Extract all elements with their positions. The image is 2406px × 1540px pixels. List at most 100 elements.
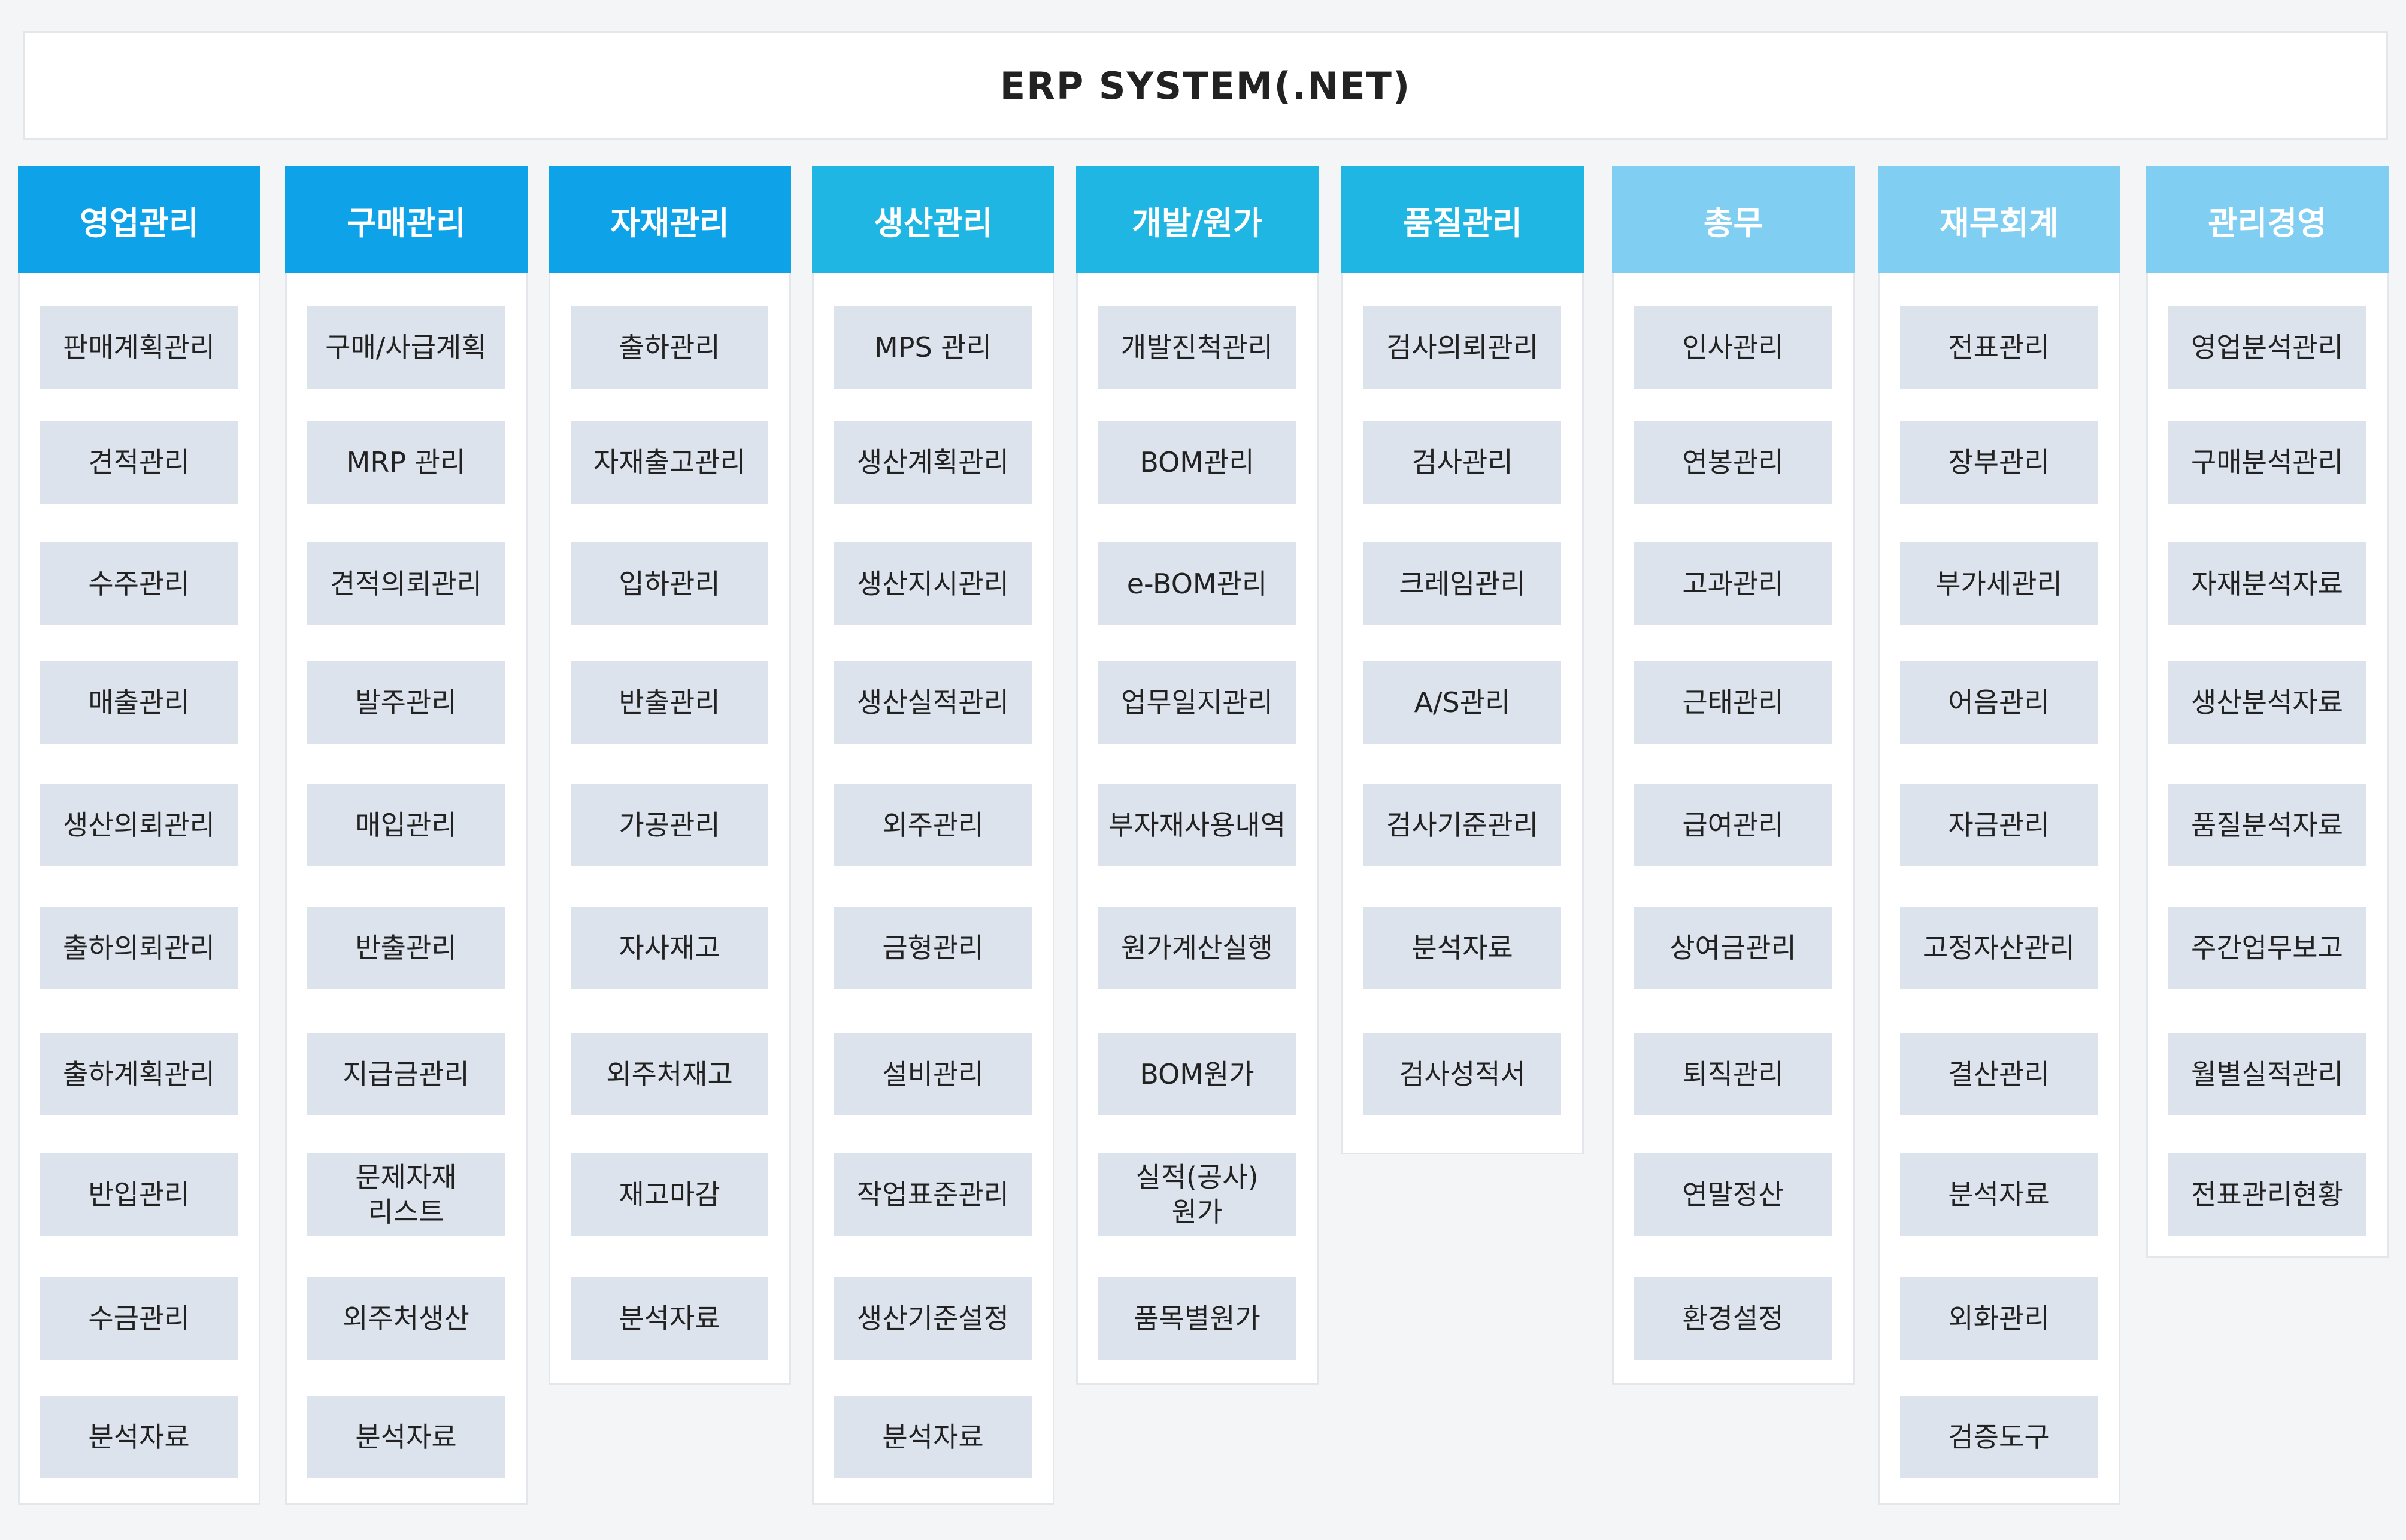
menu-item[interactable]: 재고마감 <box>571 1153 768 1236</box>
menu-item[interactable]: 수주관리 <box>40 542 238 625</box>
menu-item[interactable]: 분석자료 <box>1363 907 1561 989</box>
menu-item[interactable]: BOM관리 <box>1098 421 1296 504</box>
system-title: ERP SYSTEM(.NET) <box>999 63 1411 108</box>
menu-item[interactable]: A/S관리 <box>1363 661 1561 744</box>
menu-item[interactable]: 가공관리 <box>571 784 768 866</box>
menu-item[interactable]: 매입관리 <box>307 784 505 866</box>
menu-item[interactable]: 반출관리 <box>571 661 768 744</box>
menu-item[interactable]: 환경설정 <box>1634 1277 1832 1360</box>
menu-item[interactable]: 전표관리현황 <box>2168 1153 2366 1236</box>
module-header[interactable]: 품질관리 <box>1341 166 1584 273</box>
menu-item[interactable]: 상여금관리 <box>1634 907 1832 989</box>
menu-item[interactable]: 생산실적관리 <box>834 661 1032 744</box>
menu-item[interactable]: 고과관리 <box>1634 542 1832 625</box>
menu-item[interactable]: 검증도구 <box>1900 1396 2098 1478</box>
menu-item[interactable]: 생산의뢰관리 <box>40 784 238 866</box>
menu-item[interactable]: 구매/사급계획 <box>307 306 505 389</box>
menu-item[interactable]: 품질분석자료 <box>2168 784 2366 866</box>
module-header[interactable]: 생산관리 <box>812 166 1054 273</box>
menu-item[interactable]: MRP 관리 <box>307 421 505 504</box>
menu-item[interactable]: 연봉관리 <box>1634 421 1832 504</box>
menu-item[interactable]: 월별실적관리 <box>2168 1033 2366 1115</box>
menu-item[interactable]: 견적관리 <box>40 421 238 504</box>
menu-item[interactable]: 품목별원가 <box>1098 1277 1296 1360</box>
menu-item[interactable]: 검사의뢰관리 <box>1363 306 1561 389</box>
menu-item[interactable]: 영업분석관리 <box>2168 306 2366 389</box>
menu-item[interactable]: 출하의뢰관리 <box>40 907 238 989</box>
title-box: ERP SYSTEM(.NET) <box>23 31 2388 140</box>
module-header[interactable]: 개발/원가 <box>1076 166 1319 273</box>
menu-item[interactable]: 반출관리 <box>307 907 505 989</box>
menu-item[interactable]: 연말정산 <box>1634 1153 1832 1236</box>
menu-item[interactable]: 검사기준관리 <box>1363 784 1561 866</box>
menu-item[interactable]: 견적의뢰관리 <box>307 542 505 625</box>
menu-item[interactable]: 외주관리 <box>834 784 1032 866</box>
menu-item[interactable]: 반입관리 <box>40 1153 238 1236</box>
menu-item[interactable]: 생산계획관리 <box>834 421 1032 504</box>
module-header[interactable]: 재무회계 <box>1878 166 2120 273</box>
menu-item[interactable]: 생산기준설정 <box>834 1277 1032 1360</box>
menu-item[interactable]: 급여관리 <box>1634 784 1832 866</box>
menu-item[interactable]: 퇴직관리 <box>1634 1033 1832 1115</box>
menu-item[interactable]: 분석자료 <box>307 1396 505 1478</box>
menu-item[interactable]: 결산관리 <box>1900 1033 2098 1115</box>
menu-item[interactable]: 크레임관리 <box>1363 542 1561 625</box>
menu-item[interactable]: 분석자료 <box>40 1396 238 1478</box>
menu-item[interactable]: 근태관리 <box>1634 661 1832 744</box>
menu-item[interactable]: 작업표준관리 <box>834 1153 1032 1236</box>
menu-item[interactable]: 생산지시관리 <box>834 542 1032 625</box>
menu-item[interactable]: 외주처생산 <box>307 1277 505 1360</box>
menu-item[interactable]: BOM원가 <box>1098 1033 1296 1115</box>
menu-item[interactable]: 실적(공사) 원가 <box>1098 1153 1296 1236</box>
menu-item[interactable]: 고정자산관리 <box>1900 907 2098 989</box>
menu-item[interactable]: 발주관리 <box>307 661 505 744</box>
menu-item[interactable]: 출하관리 <box>571 306 768 389</box>
menu-item[interactable]: 검사성적서 <box>1363 1033 1561 1115</box>
menu-item[interactable]: 외화관리 <box>1900 1277 2098 1360</box>
menu-item[interactable]: 부자재사용내역 <box>1098 784 1296 866</box>
module-header[interactable]: 관리경영 <box>2146 166 2389 273</box>
menu-item[interactable]: 어음관리 <box>1900 661 2098 744</box>
module-header[interactable]: 자재관리 <box>549 166 791 273</box>
menu-item[interactable]: 자사재고 <box>571 907 768 989</box>
menu-item[interactable]: 전표관리 <box>1900 306 2098 389</box>
menu-item[interactable]: 문제자재 리스트 <box>307 1153 505 1236</box>
menu-item[interactable]: 구매분석관리 <box>2168 421 2366 504</box>
menu-item[interactable]: 인사관리 <box>1634 306 1832 389</box>
module-header[interactable]: 총무 <box>1612 166 1855 273</box>
menu-item[interactable]: e-BOM관리 <box>1098 542 1296 625</box>
menu-item[interactable]: 업무일지관리 <box>1098 661 1296 744</box>
menu-item[interactable]: 분석자료 <box>571 1277 768 1360</box>
menu-item[interactable]: 주간업무보고 <box>2168 907 2366 989</box>
menu-item[interactable]: 매출관리 <box>40 661 238 744</box>
menu-item[interactable]: MPS 관리 <box>834 306 1032 389</box>
menu-item[interactable]: 수금관리 <box>40 1277 238 1360</box>
menu-item[interactable]: 장부관리 <box>1900 421 2098 504</box>
menu-item[interactable]: 분석자료 <box>1900 1153 2098 1236</box>
menu-item[interactable]: 원가계산실행 <box>1098 907 1296 989</box>
menu-item[interactable]: 금형관리 <box>834 907 1032 989</box>
menu-item[interactable]: 분석자료 <box>834 1396 1032 1478</box>
menu-item[interactable]: 부가세관리 <box>1900 542 2098 625</box>
menu-item[interactable]: 생산분석자료 <box>2168 661 2366 744</box>
menu-item[interactable]: 판매계획관리 <box>40 306 238 389</box>
menu-item[interactable]: 외주처재고 <box>571 1033 768 1115</box>
menu-item[interactable]: 자재분석자료 <box>2168 542 2366 625</box>
menu-item[interactable]: 출하계획관리 <box>40 1033 238 1115</box>
menu-item[interactable]: 입하관리 <box>571 542 768 625</box>
menu-item[interactable]: 자금관리 <box>1900 784 2098 866</box>
module-header[interactable]: 구매관리 <box>285 166 528 273</box>
menu-item[interactable]: 개발진척관리 <box>1098 306 1296 389</box>
menu-item[interactable]: 검사관리 <box>1363 421 1561 504</box>
menu-item[interactable]: 자재출고관리 <box>571 421 768 504</box>
menu-item[interactable]: 설비관리 <box>834 1033 1032 1115</box>
module-header[interactable]: 영업관리 <box>18 166 260 273</box>
menu-item[interactable]: 지급금관리 <box>307 1033 505 1115</box>
